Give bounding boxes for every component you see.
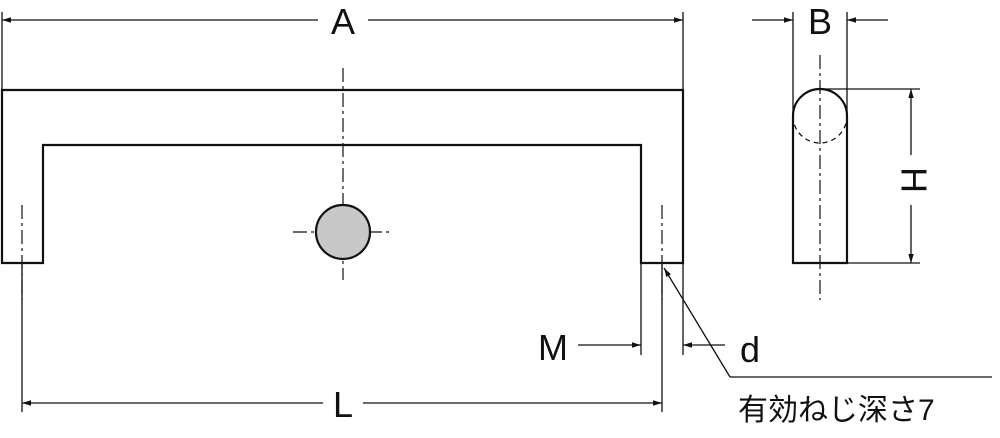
label-l: L xyxy=(333,384,353,425)
center-lines xyxy=(21,55,821,300)
label-h: H xyxy=(893,167,934,193)
label-d: d xyxy=(740,329,760,370)
dimension-b xyxy=(752,12,888,116)
label-b: B xyxy=(808,1,832,42)
thread-leader xyxy=(663,267,992,378)
dimension-a xyxy=(1,12,684,90)
dimension-m xyxy=(578,263,725,355)
thread-depth-note: 有効ねじ深さ7 xyxy=(738,394,935,427)
label-a: A xyxy=(331,1,355,42)
side-hidden-arc xyxy=(792,115,848,144)
dimension-l xyxy=(21,263,663,412)
dimension-h xyxy=(820,88,920,264)
center-hole xyxy=(314,203,372,261)
front-view xyxy=(0,88,685,265)
label-m: M xyxy=(538,327,568,368)
handle-outline xyxy=(0,88,685,265)
